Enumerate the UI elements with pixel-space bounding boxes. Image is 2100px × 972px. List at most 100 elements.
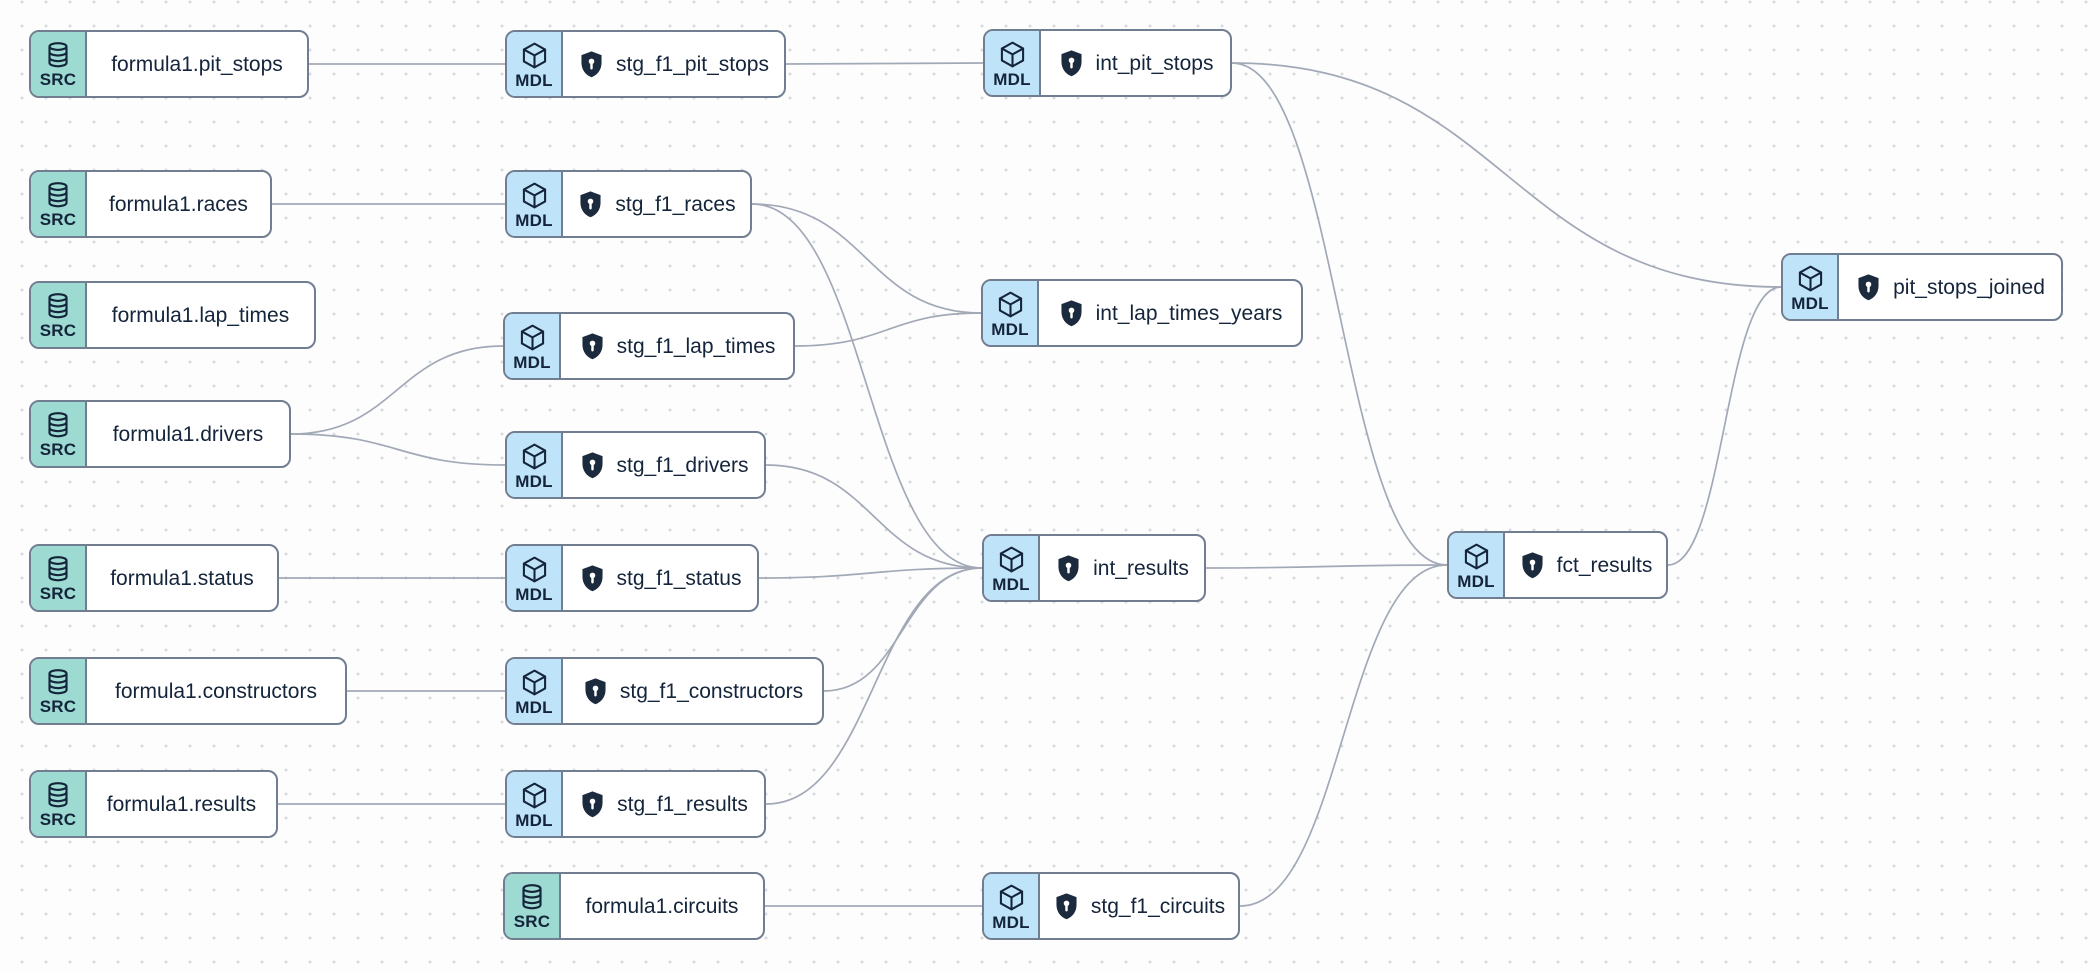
node-stg_drivers[interactable]: MDL stg_f1_drivers: [505, 431, 766, 499]
shield-icon: [578, 50, 605, 79]
model-cube-icon: [519, 667, 550, 698]
badge-label: MDL: [992, 912, 1030, 932]
node-body: stg_f1_pit_stops: [563, 32, 784, 96]
node-src_status[interactable]: SRC formula1.status: [29, 544, 279, 612]
badge-label: SRC: [39, 697, 77, 716]
node-label: fct_results: [1556, 553, 1653, 577]
badge-label: SRC: [39, 584, 77, 603]
badge-label: MDL: [515, 810, 553, 830]
shield-icon: [1055, 554, 1082, 583]
badge-label: MDL: [515, 70, 553, 90]
shield-icon: [579, 564, 606, 593]
node-label: stg_f1_results: [617, 792, 748, 816]
node-body: stg_f1_results: [563, 772, 764, 836]
database-icon: [517, 882, 547, 912]
shield-icon: [1058, 49, 1085, 78]
node-label: stg_f1_circuits: [1090, 894, 1226, 918]
badge-label: SRC: [39, 210, 77, 229]
node-label: pit_stops_joined: [1893, 275, 2045, 299]
model-badge: MDL: [507, 659, 563, 723]
node-body: stg_f1_races: [563, 172, 750, 236]
model-badge: MDL: [507, 433, 563, 497]
badge-label: SRC: [39, 321, 77, 340]
badge-label: MDL: [993, 69, 1031, 89]
node-label: int_pit_stops: [1095, 51, 1214, 75]
node-src_circuits[interactable]: SRC formula1.circuits: [503, 872, 765, 940]
node-body: formula1.status: [87, 546, 277, 610]
node-label: int_results: [1093, 556, 1189, 580]
model-cube-icon: [519, 180, 550, 211]
badge-label: SRC: [39, 440, 77, 459]
node-int_pit_stops[interactable]: MDL int_pit_stops: [983, 29, 1232, 97]
node-label: stg_f1_constructors: [619, 679, 804, 703]
node-body: fct_results: [1505, 533, 1666, 597]
node-label: formula1.status: [110, 566, 254, 590]
node-stg_results[interactable]: MDL stg_f1_results: [505, 770, 766, 838]
model-cube-icon: [517, 322, 548, 353]
shield-icon: [582, 677, 609, 706]
node-body: int_results: [1040, 536, 1204, 600]
node-int_results[interactable]: MDL int_results: [982, 534, 1206, 602]
badge-label: MDL: [1791, 293, 1829, 313]
edge-int_pit_stops-to-pit_stops_joined: [1231, 62, 1782, 288]
model-badge: MDL: [984, 536, 1040, 600]
database-icon: [43, 180, 73, 210]
database-icon: [43, 554, 73, 584]
model-cube-icon: [1461, 541, 1492, 572]
node-body: formula1.constructors: [87, 659, 345, 723]
node-label: formula1.constructors: [115, 679, 317, 703]
model-cube-icon: [519, 780, 550, 811]
badge-label: SRC: [39, 70, 77, 89]
shield-icon: [1855, 273, 1882, 302]
edge-stg_status-to-int_results: [758, 567, 983, 579]
node-body: formula1.circuits: [561, 874, 763, 938]
node-stg_races[interactable]: MDL stg_f1_races: [505, 170, 752, 238]
model-badge: MDL: [1783, 255, 1839, 319]
model-cube-icon: [996, 882, 1027, 913]
node-body: formula1.pit_stops: [87, 32, 307, 96]
node-label: formula1.pit_stops: [111, 52, 283, 76]
source-badge: SRC: [31, 402, 87, 466]
model-cube-icon: [997, 39, 1028, 70]
model-badge: MDL: [507, 546, 563, 610]
edge-fct_results-to-pit_stops_joined: [1667, 286, 1782, 566]
node-label: int_lap_times_years: [1095, 301, 1283, 325]
node-body: int_pit_stops: [1041, 31, 1230, 95]
shield-icon: [579, 451, 606, 480]
model-cube-icon: [519, 554, 550, 585]
edge-stg_circuits-to-fct_results: [1239, 564, 1448, 907]
node-body: int_lap_times_years: [1039, 281, 1301, 345]
badge-label: MDL: [515, 697, 553, 717]
node-stg_constructors[interactable]: MDL stg_f1_constructors: [505, 657, 824, 725]
badge-label: MDL: [515, 210, 553, 230]
edge-stg_constructors-to-int_results: [823, 567, 983, 692]
node-src_constructors[interactable]: SRC formula1.constructors: [29, 657, 347, 725]
database-icon: [43, 291, 73, 321]
node-body: pit_stops_joined: [1839, 255, 2061, 319]
badge-label: MDL: [513, 352, 551, 372]
node-stg_circuits[interactable]: MDL stg_f1_circuits: [982, 872, 1240, 940]
shield-icon: [1519, 551, 1546, 580]
edge-src_drivers-to-stg_drivers: [290, 433, 506, 466]
source-badge: SRC: [505, 874, 561, 938]
node-src_pit_stops[interactable]: SRC formula1.pit_stops: [29, 30, 309, 98]
source-badge: SRC: [31, 546, 87, 610]
node-label: formula1.circuits: [585, 894, 739, 918]
edge-stg_races-to-int_results: [751, 203, 983, 569]
source-badge: SRC: [31, 32, 87, 96]
node-pit_stops_joined[interactable]: MDL pit_stops_joined: [1781, 253, 2063, 321]
node-stg_pit_stops[interactable]: MDL stg_f1_pit_stops: [505, 30, 786, 98]
node-label: stg_f1_drivers: [616, 453, 749, 477]
node-body: formula1.results: [87, 772, 276, 836]
badge-label: MDL: [992, 574, 1030, 594]
